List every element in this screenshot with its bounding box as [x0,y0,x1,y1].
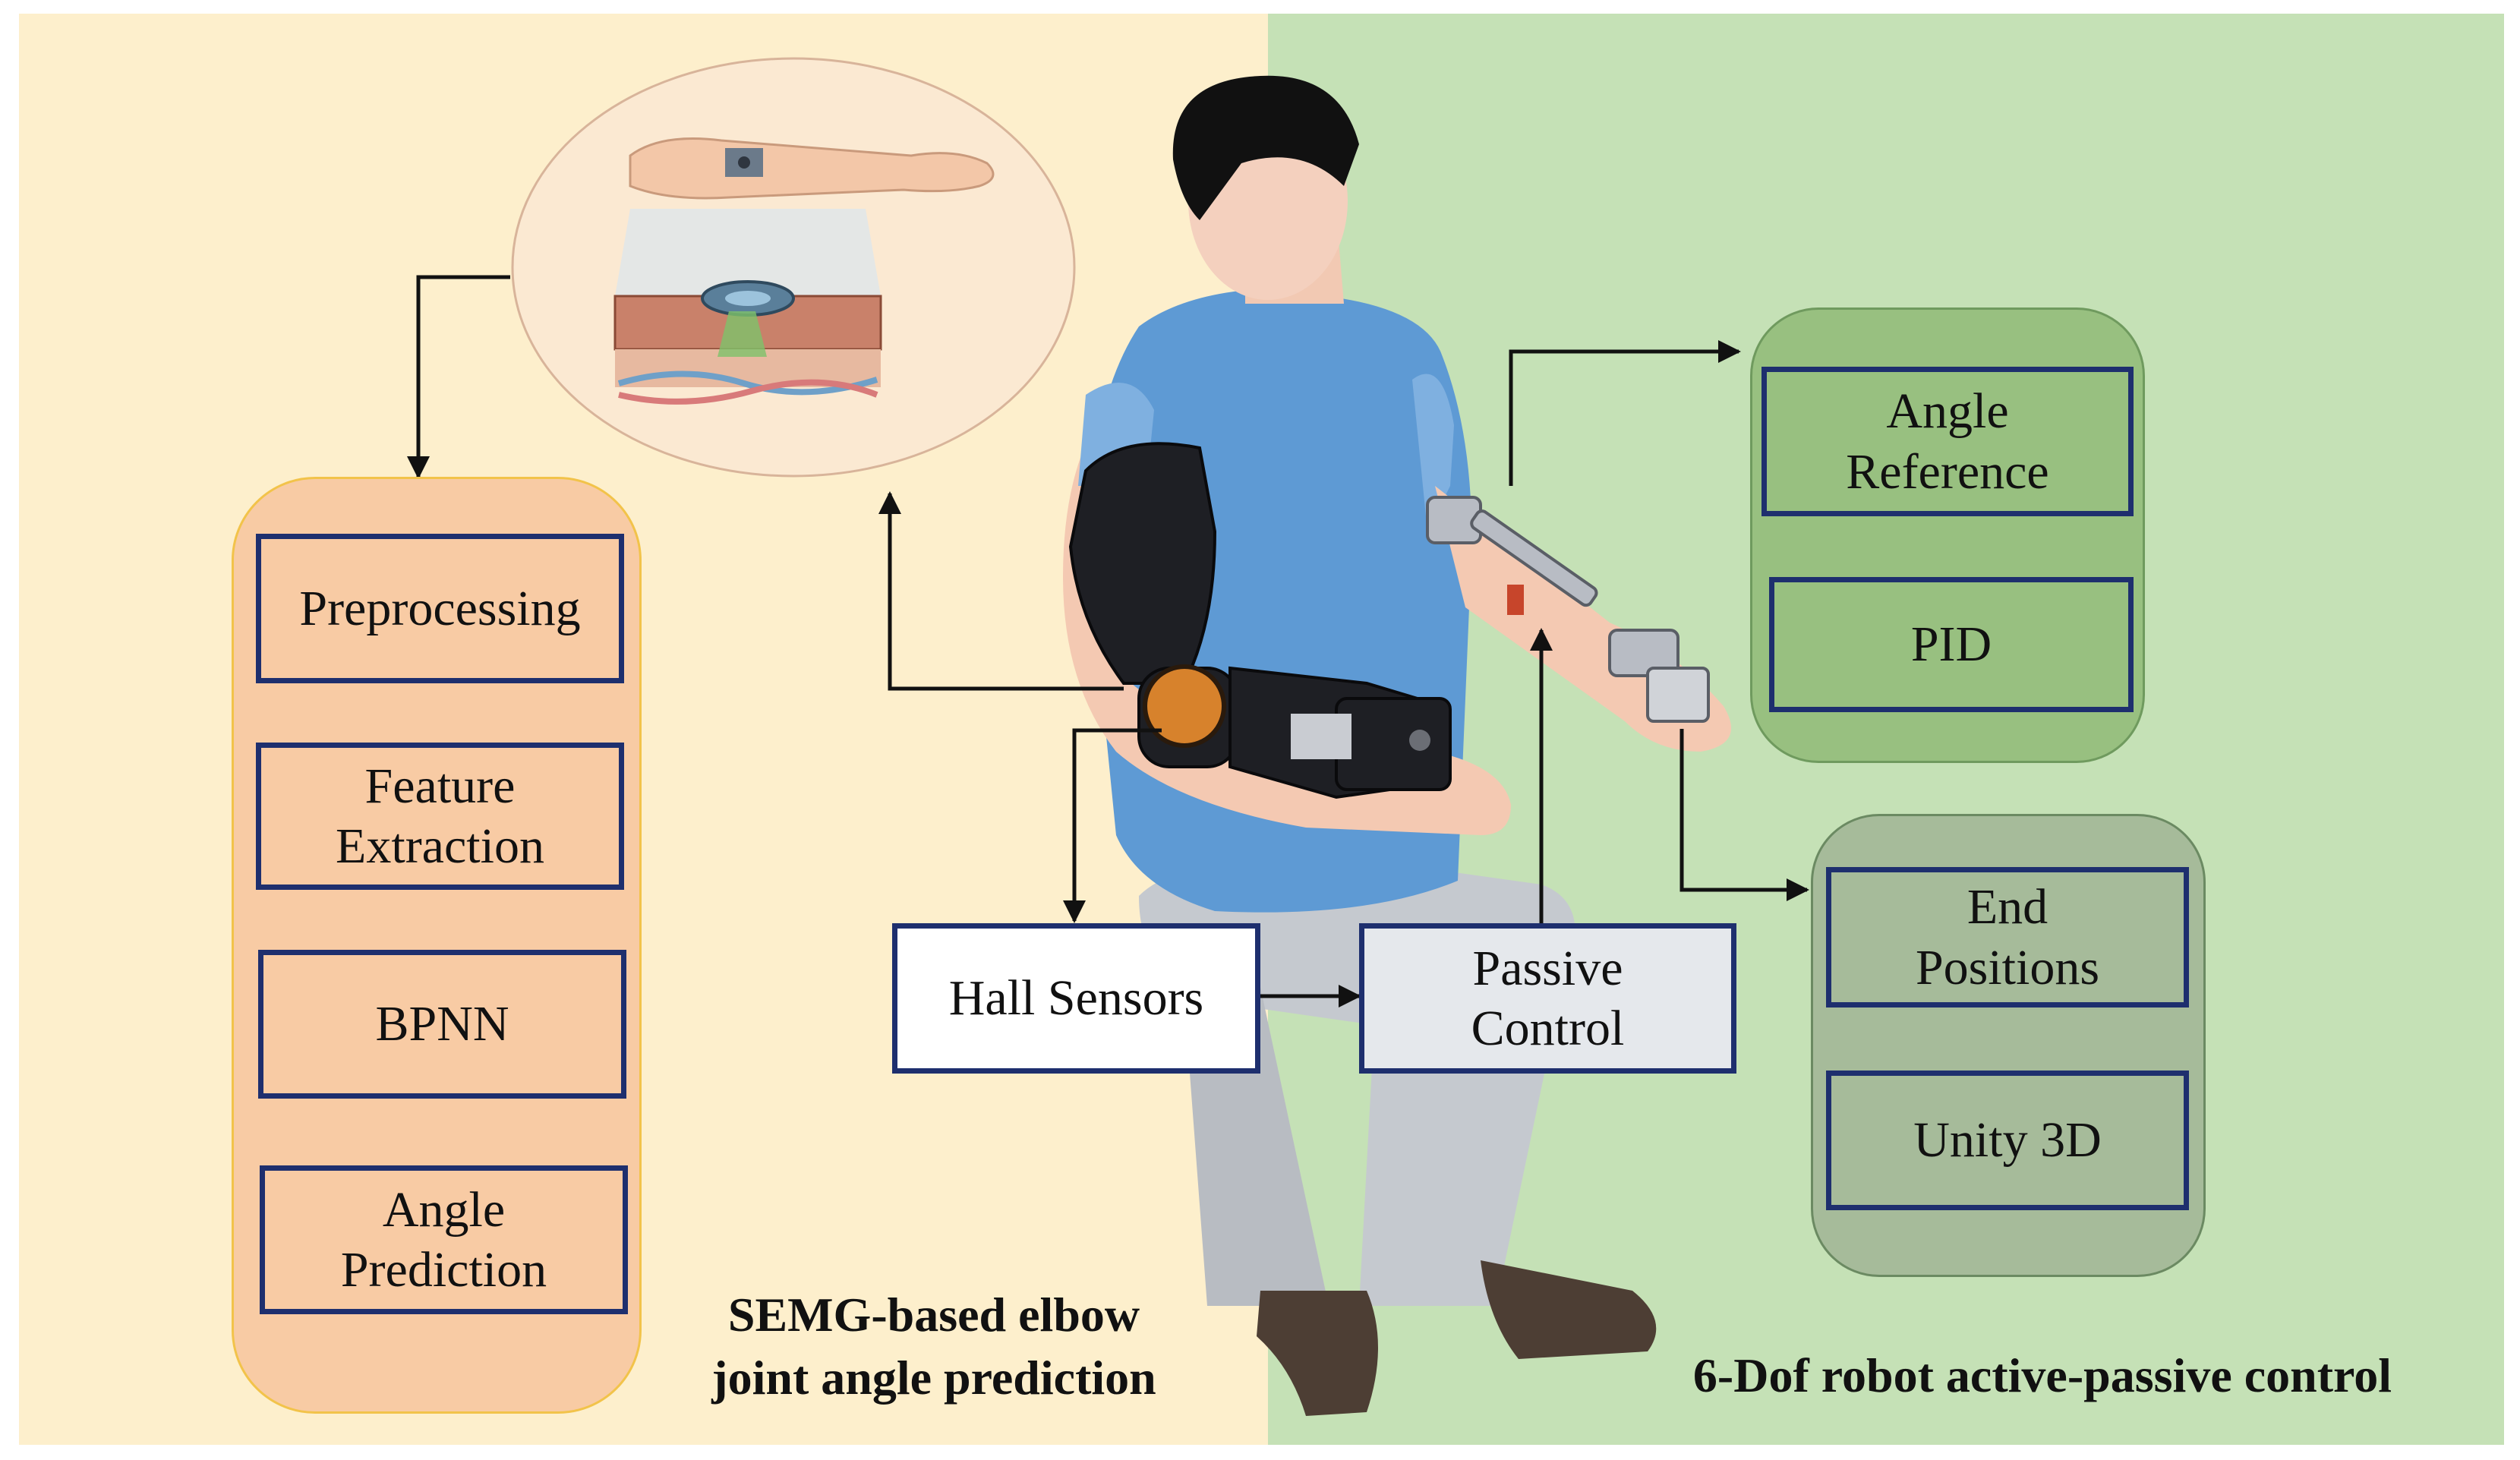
feature-extraction-box: Feature Extraction [256,743,624,890]
pid-box: PID [1769,577,2134,712]
unity-3d-box: Unity 3D [1826,1071,2189,1210]
hall-sensors-box: Hall Sensors [892,923,1260,1074]
angle-prediction-box: Angle Prediction [260,1165,628,1314]
person-with-exoskeleton-illustration [1063,75,1731,1416]
preprocessing-box: Preprocessing [256,534,624,683]
bpnn-box: BPNN [258,950,626,1099]
semg-sensor-skin-illustration [511,57,1076,478]
right-caption: 6-Dof robot active-passive control [1692,1348,2392,1402]
end-positions-box: End Positions [1826,867,2189,1007]
angle-reference-box: Angle Reference [1761,367,2134,516]
passive-control-box: Passive Control [1359,923,1736,1074]
left-caption: SEMG-based elbow joint angle prediction [711,1288,1156,1405]
